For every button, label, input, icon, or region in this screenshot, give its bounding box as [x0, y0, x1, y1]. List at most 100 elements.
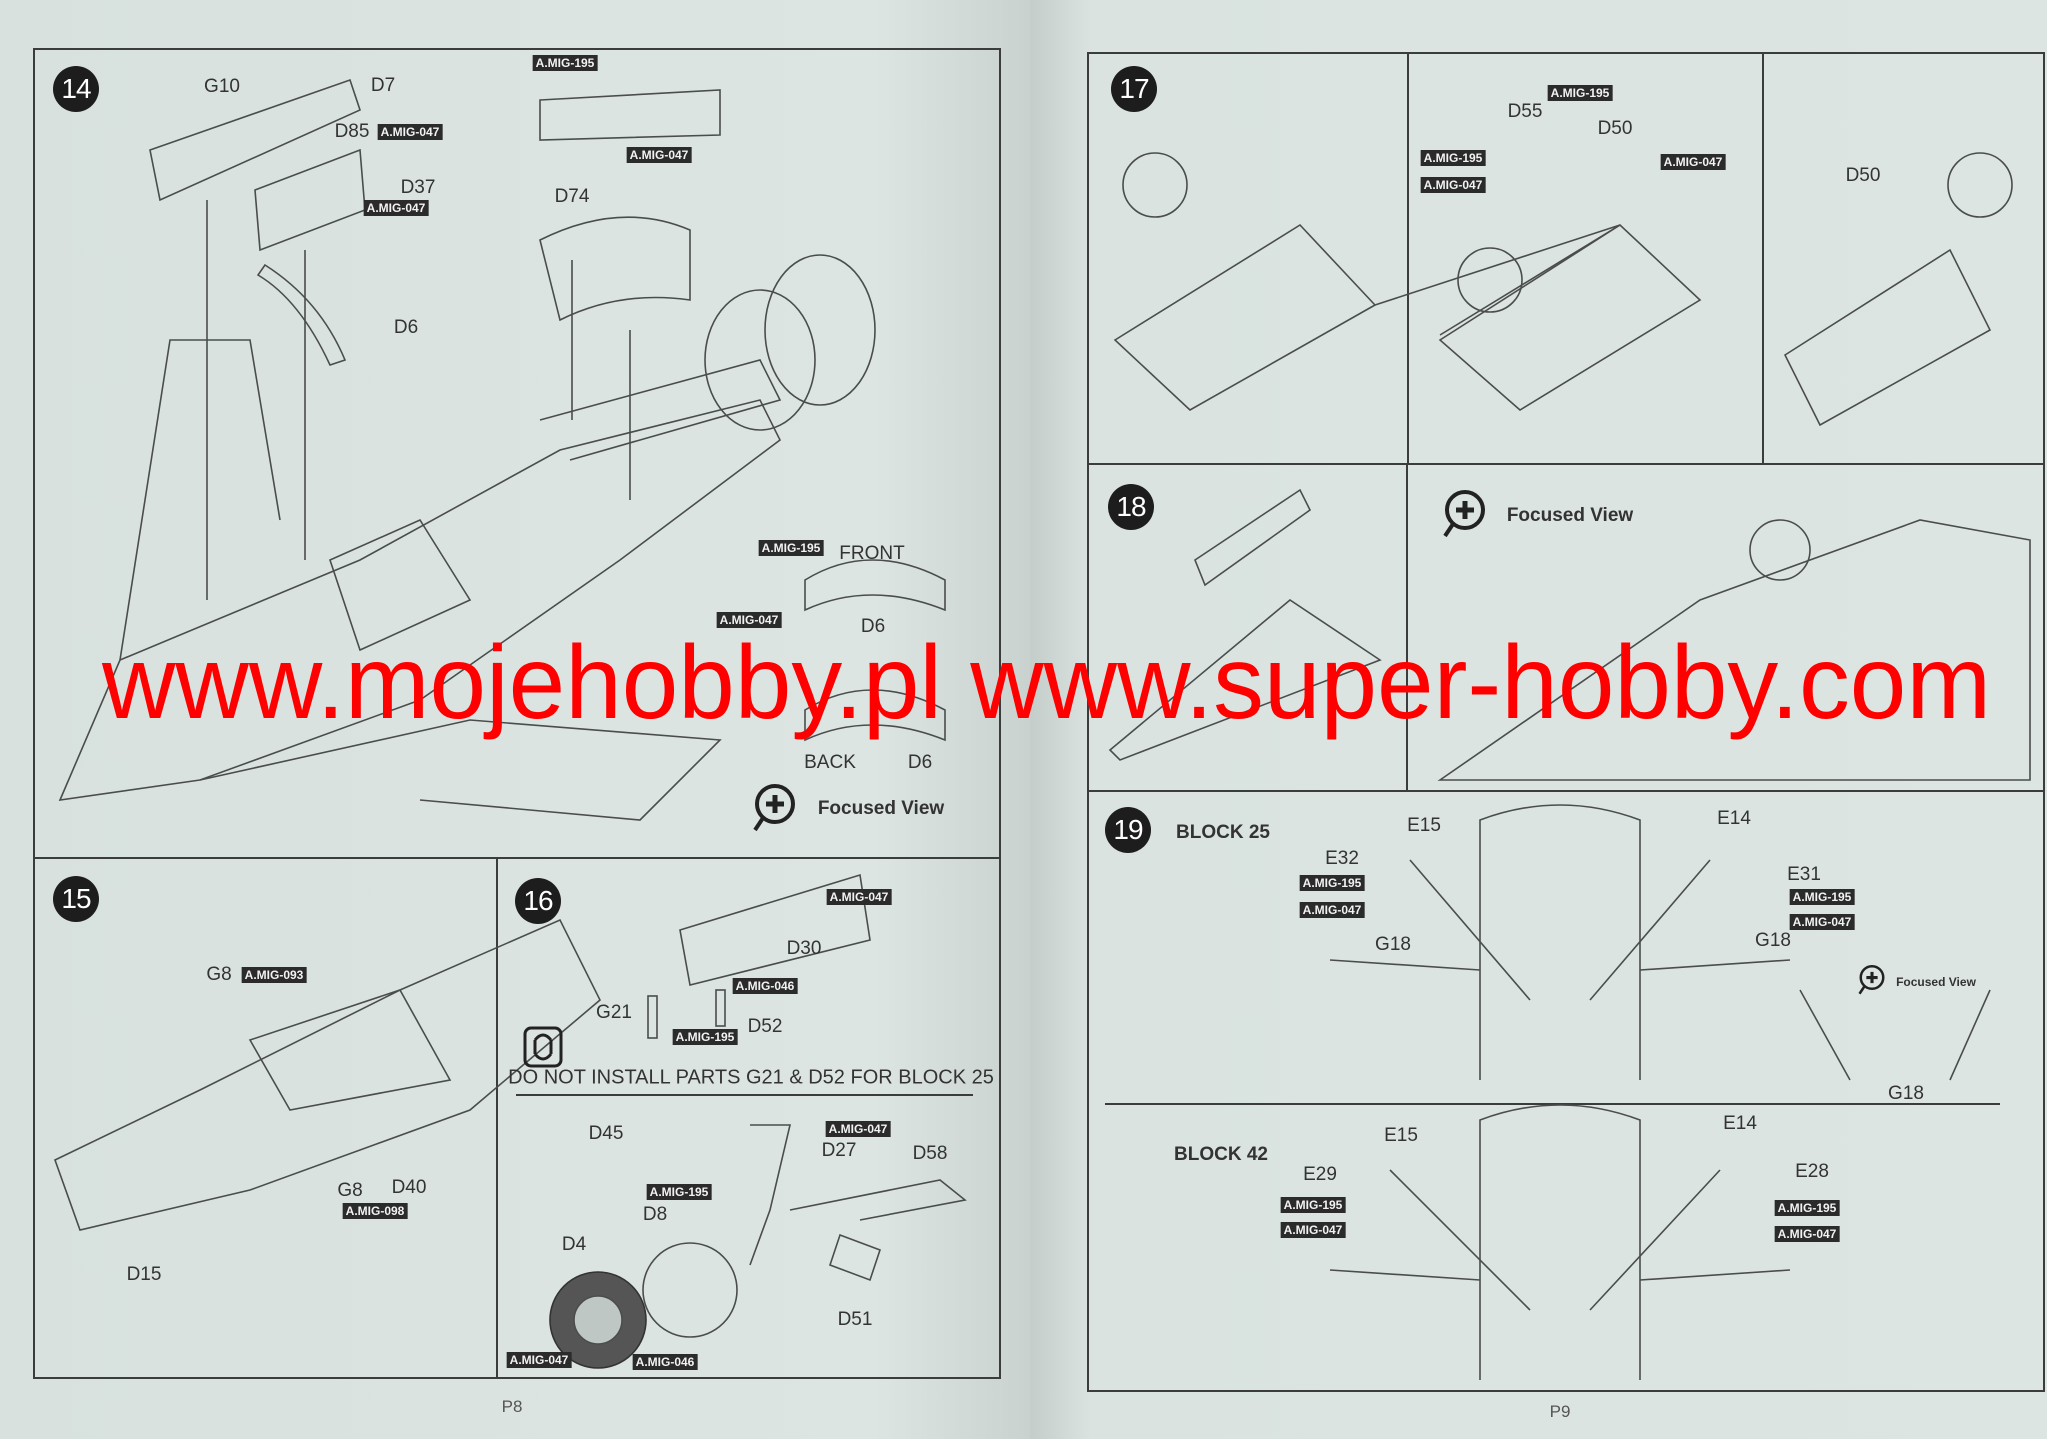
paint-tag: A.MIG-047 [626, 147, 692, 163]
divider [1087, 790, 2043, 792]
step-16-badge: 16 [515, 878, 561, 924]
part-d4-label: D4 [561, 1234, 587, 1255]
part-e31-label: E31 [1787, 864, 1821, 885]
magnifier-plus-icon [1443, 490, 1485, 538]
paint-tag: A.MIG-195 [1420, 150, 1486, 166]
part-d7-label: D7 [370, 75, 396, 96]
part-d50-label: D50 [1597, 118, 1633, 139]
divider [1407, 52, 1409, 463]
part-g10-label: G10 [204, 76, 240, 97]
part-d50-label: D50 [1845, 165, 1881, 186]
part-d55-label: D55 [1507, 101, 1543, 122]
paint-tag: A.MIG-047 [1280, 1222, 1346, 1238]
part-e29-label: E29 [1303, 1164, 1337, 1185]
back-label: BACK [804, 752, 856, 773]
step-17-badge: 17 [1111, 66, 1157, 112]
part-d30-label: D30 [786, 938, 822, 959]
left-page-frame [33, 48, 1001, 1379]
part-d8-label: D8 [642, 1204, 668, 1225]
paint-tag: A.MIG-047 [1660, 154, 1726, 170]
magnifier-plus-icon [753, 784, 795, 832]
part-e15-label: E15 [1384, 1125, 1418, 1146]
part-g18-label: G18 [1888, 1083, 1924, 1104]
paint-tag: A.MIG-047 [1299, 902, 1365, 918]
part-e14-label: E14 [1723, 1113, 1757, 1134]
part-d37-label: D37 [400, 177, 436, 198]
wheel-well-drawings-step17 [1113, 152, 2013, 427]
divider [1406, 463, 1408, 790]
block-42-title: BLOCK 42 [1174, 1144, 1268, 1165]
divider [516, 1094, 973, 1096]
step-14-badge: 14 [53, 66, 99, 112]
paint-tag: A.MIG-047 [1774, 1226, 1840, 1242]
block-25-title: BLOCK 25 [1176, 822, 1270, 843]
paint-tag: A.MIG-046 [632, 1354, 698, 1370]
paint-tag: A.MIG-047 [1789, 914, 1855, 930]
part-d74-label: D74 [554, 186, 590, 207]
part-d6-back-label: D6 [907, 752, 933, 773]
right-page-frame [1087, 52, 2045, 1392]
paint-tag: A.MIG-195 [1280, 1197, 1346, 1213]
gear-door-drawings-step18 [1108, 488, 2031, 781]
fuselage-drawing-step14 [58, 78, 946, 821]
divider [33, 857, 999, 859]
divider [1105, 1103, 2000, 1105]
page-number-p9: P9 [1549, 1402, 1571, 1421]
nose-drawing-step15 [54, 918, 601, 1231]
paint-tag: A.MIG-047 [716, 612, 782, 628]
paint-tag: A.MIG-195 [1789, 889, 1855, 905]
paint-tag: A.MIG-195 [1299, 875, 1365, 891]
front-label: FRONT [839, 543, 905, 564]
step-15-badge: 15 [53, 876, 99, 922]
divider [496, 857, 498, 1377]
paint-tag: A.MIG-195 [1547, 85, 1613, 101]
optional-parts-icon [523, 1026, 563, 1068]
part-e28-label: E28 [1795, 1161, 1829, 1182]
paint-tag: A.MIG-098 [342, 1203, 408, 1219]
part-g18-label: G18 [1375, 934, 1411, 955]
focused-view-label: Focused View [817, 798, 945, 819]
paint-tag: A.MIG-195 [532, 55, 598, 71]
paint-tag: A.MIG-195 [672, 1029, 738, 1045]
part-d52-label: D52 [747, 1016, 783, 1037]
part-d85-label: D85 [334, 121, 370, 142]
part-d51-label: D51 [837, 1309, 873, 1330]
paint-tag: A.MIG-047 [1420, 177, 1486, 193]
part-d45-label: D45 [588, 1123, 624, 1144]
magnifier-plus-icon [1858, 965, 1885, 995]
instruction-page-p8 [0, 0, 1030, 1439]
paint-tag: A.MIG-047 [363, 200, 429, 216]
part-e14-label: E14 [1717, 808, 1751, 829]
instruction-page-p9 [1030, 0, 2047, 1439]
divider [1087, 463, 2043, 465]
page-number-p8: P8 [501, 1397, 523, 1416]
paint-tag: A.MIG-195 [646, 1184, 712, 1200]
paint-tag: A.MIG-093 [241, 967, 307, 983]
part-g8-label: G8 [206, 964, 232, 985]
paint-tag: A.MIG-195 [1774, 1200, 1840, 1216]
main-gear-drawings-step19 [1329, 804, 1991, 1380]
step-19-badge: 19 [1105, 807, 1151, 853]
part-g18-label: G18 [1755, 930, 1791, 951]
focused-view-label: Focused View [1506, 505, 1634, 526]
step-18-badge: 18 [1108, 484, 1154, 530]
part-d27-label: D27 [821, 1140, 857, 1161]
paint-tag: A.MIG-047 [825, 1121, 891, 1137]
part-g8-label: G8 [337, 1180, 363, 1201]
part-d6-label: D6 [393, 317, 419, 338]
part-d58-label: D58 [912, 1143, 948, 1164]
part-d6-front-label: D6 [860, 616, 886, 637]
paint-tag: A.MIG-046 [732, 978, 798, 994]
block-25-note: DO NOT INSTALL PARTS G21 & D52 FOR BLOCK… [508, 1066, 994, 1089]
paint-tag: A.MIG-047 [506, 1352, 572, 1368]
part-e15-label: E15 [1407, 815, 1441, 836]
gear-drawing-step16 [549, 873, 967, 1369]
part-e32-label: E32 [1325, 848, 1359, 869]
divider [1762, 52, 1764, 463]
focused-view-label: Focused View [1896, 975, 1976, 989]
part-g21-label: G21 [596, 1002, 632, 1023]
paint-tag: A.MIG-047 [826, 889, 892, 905]
paint-tag: A.MIG-047 [377, 124, 443, 140]
part-d40-label: D40 [391, 1177, 427, 1198]
